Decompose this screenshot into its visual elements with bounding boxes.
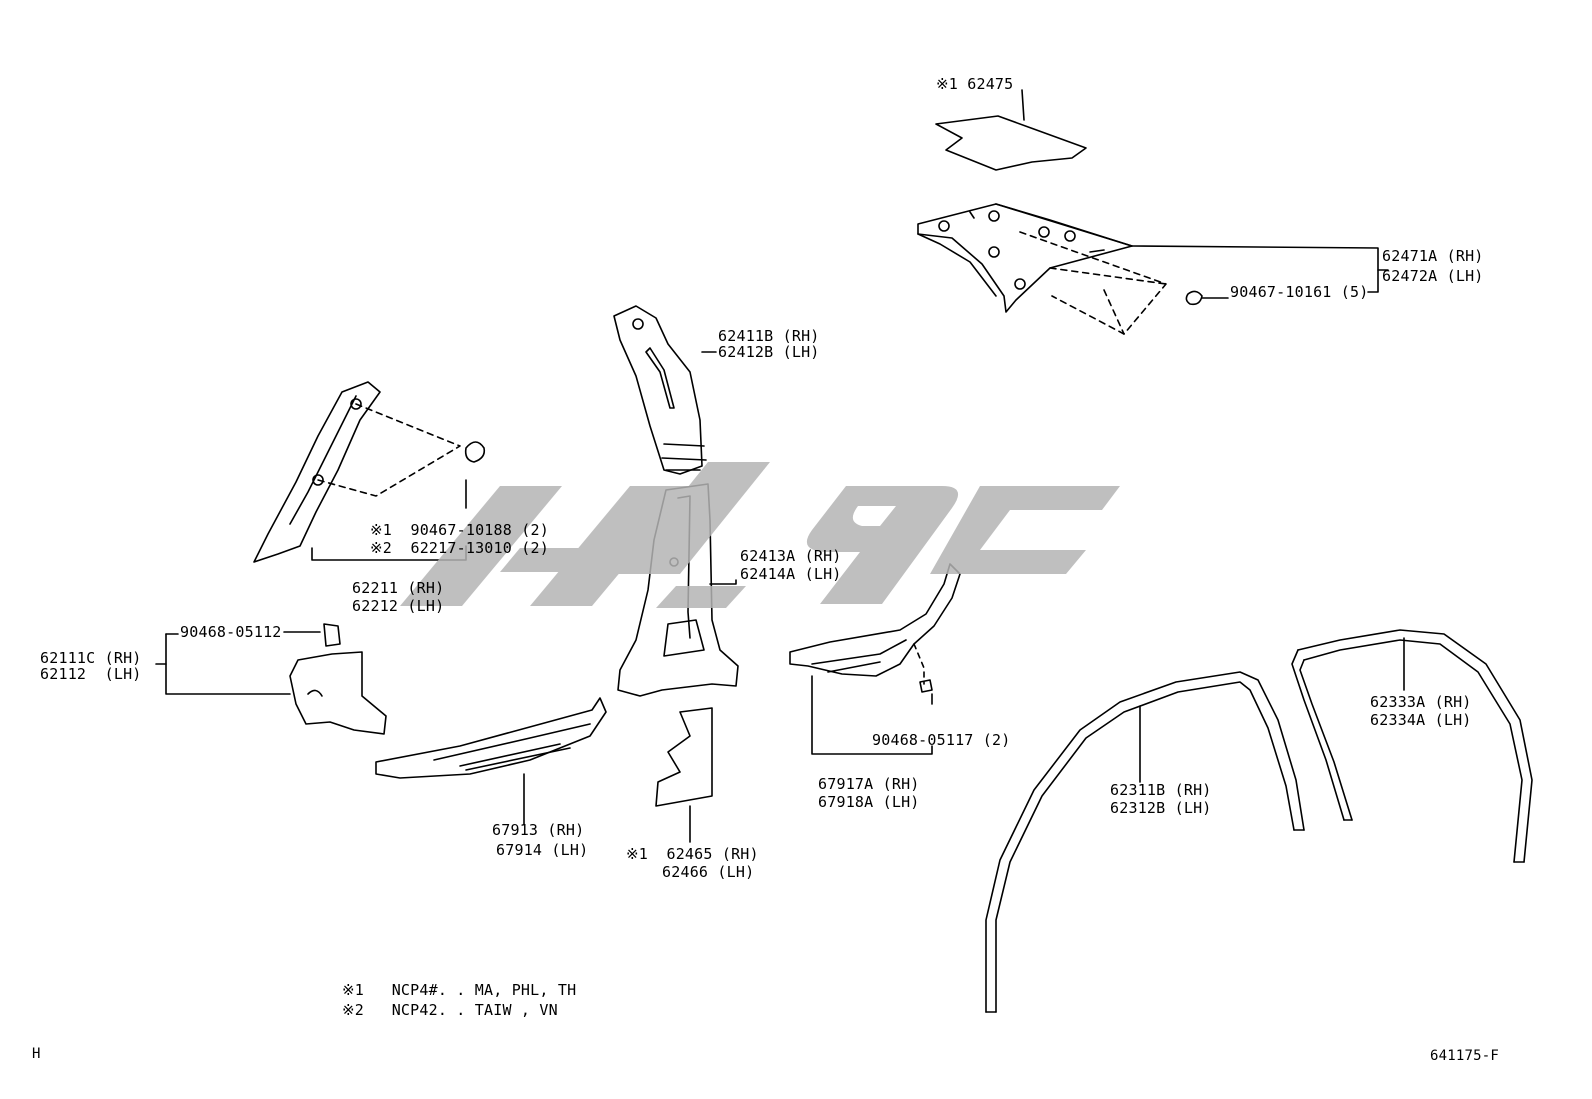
part-62475-pad xyxy=(935,89,1087,171)
part-62311b-weatherstrip xyxy=(985,671,1305,1013)
part-62411b-pillar xyxy=(613,305,717,475)
label-67914: 67914 (LH) xyxy=(496,841,589,859)
label-62414a: 62414A (LH) xyxy=(740,565,842,583)
figure-code: 641175-F xyxy=(1430,1048,1500,1064)
corner-mark-left: H xyxy=(32,1046,41,1062)
label-90467-10188: ※1 90467-10188 (2) xyxy=(370,521,549,539)
label-62413a: 62413A (RH) xyxy=(740,547,842,565)
label-62112: 62112 (LH) xyxy=(40,665,142,683)
label-62217-13010: ※2 62217-13010 (2) xyxy=(370,539,549,557)
label-62312b: 62312B (LH) xyxy=(1110,799,1212,817)
label-67913: 67913 (RH) xyxy=(492,821,585,839)
clip-90468-05117-shape xyxy=(919,679,933,693)
label-62471a: 62471A (RH) xyxy=(1382,247,1484,265)
label-62475: ※1 62475 xyxy=(936,75,1014,93)
part-62413a-b-pillar xyxy=(617,483,739,697)
note-2: ※2 NCP42. . TAIW , VN xyxy=(342,1001,558,1019)
label-62212: 62212 (LH) xyxy=(352,597,445,615)
label-62472a: 62472A (LH) xyxy=(1382,267,1484,285)
label-62466: 62466 (LH) xyxy=(662,863,755,881)
part-62465-panel xyxy=(655,707,713,843)
label-62211: 62211 (RH) xyxy=(352,579,445,597)
label-62333a: 62333A (RH) xyxy=(1370,693,1472,711)
note-1: ※1 NCP4#. . MA, PHL, TH xyxy=(342,981,577,999)
label-90467-10161: 90467-10161 (5) xyxy=(1230,283,1369,301)
part-62471a-tray xyxy=(917,203,1389,313)
label-62111c: 62111C (RH) xyxy=(40,649,142,667)
clip-90467-10161-shape xyxy=(1185,290,1229,306)
clip-90468-05112-shape xyxy=(283,623,341,647)
label-90468-05117: 90468-05117 (2) xyxy=(872,731,1011,749)
clip-90467-10188-shape xyxy=(464,441,486,463)
part-62333a-weatherstrip xyxy=(1291,629,1533,863)
label-90468-05112: 90468-05112 xyxy=(180,623,282,641)
label-62334a: 62334A (LH) xyxy=(1370,711,1472,729)
label-62412b: 62412B (LH) xyxy=(718,343,820,361)
part-62111c-cowl xyxy=(155,633,387,735)
label-62311b: 62311B (RH) xyxy=(1110,781,1212,799)
tray-dashed-guides xyxy=(1019,231,1167,335)
label-62465: ※1 62465 (RH) xyxy=(626,845,759,863)
part-67917a-scuff xyxy=(789,563,961,755)
part-67913-scuff xyxy=(375,697,607,825)
a-pillar-dashed-guides xyxy=(317,403,461,497)
scuff-dashed-guide xyxy=(913,643,925,685)
label-67917a: 67917A (RH) xyxy=(818,775,920,793)
label-62411b: 62411B (RH) xyxy=(718,327,820,345)
label-67918a: 67918A (LH) xyxy=(818,793,920,811)
